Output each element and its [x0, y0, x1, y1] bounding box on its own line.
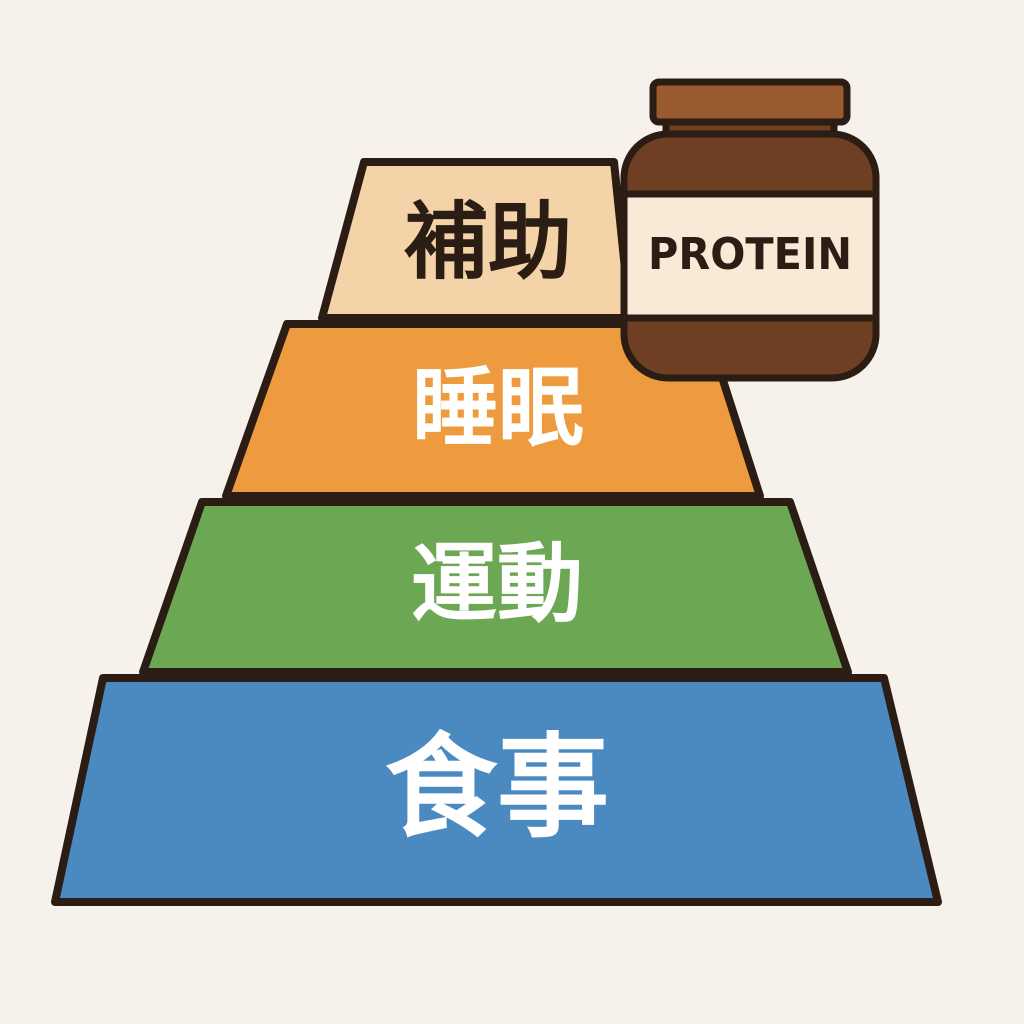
tier-supplement-label: 補助 [404, 193, 572, 291]
jar-label-band [620, 190, 880, 322]
tier-exercise: 運動 [139, 498, 852, 676]
tier-sleep-label: 睡眠 [412, 358, 584, 458]
tier-meal-shape [51, 674, 942, 906]
tier-meal-label: 食事 [385, 723, 609, 853]
tier-exercise-shape [139, 498, 852, 676]
tier-supplement: 補助 [318, 158, 634, 322]
tier-meal: 食事 [51, 674, 942, 906]
protein-jar-icon: PROTEIN [620, 78, 880, 382]
jar-lid [649, 78, 851, 126]
tier-sleep: 睡眠 [222, 320, 764, 500]
tier-exercise-label: 運動 [411, 534, 583, 634]
tier-sleep-shape [222, 320, 764, 500]
jar-label-text: PROTEIN [648, 229, 852, 280]
